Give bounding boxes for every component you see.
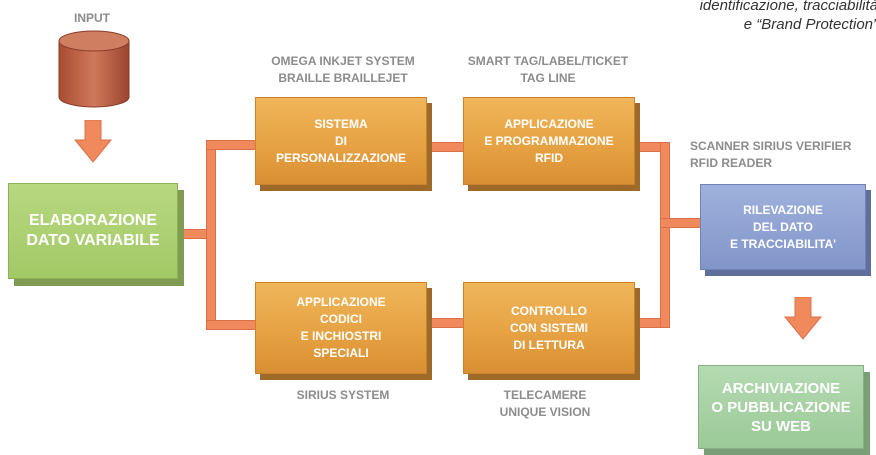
caption-sirius-system: SIRIUS SYSTEM [296,388,390,402]
connector-bottom-middle [428,318,464,328]
note-text: identificazione, tracciabilità e “Brand … [699,0,876,33]
box-controllo: CONTROLLO CON SISTEMI DI LETTURA [463,282,635,374]
connector-left-bottom [206,320,256,330]
caption-omega-inkjet: OMEGA INKJET SYSTEM BRAILLE BRAILLEJET [271,54,415,85]
box-rfid: APPLICAZIONE E PROGRAMMAZIONE RFID [463,97,635,185]
input-label: INPUT [74,11,110,25]
down-arrow-icon [783,296,823,341]
box-archiviazione: ARCHIVIAZIONE O PUBBLICAZIONE SU WEB [698,365,864,449]
box-elaborazione: ELABORAZIONE DATO VARIABILE [8,183,178,279]
connector-left-vertical [206,140,216,330]
box-personalizzazione: SISTEMA DI PERSONALIZZAZIONE [255,97,427,185]
caption-telecamere: TELECAMERE UNIQUE VISION [499,388,591,419]
caption-scanner: SCANNER SIRIUS VERIFIER RFID READER [690,139,852,170]
connector-right-stub [660,218,702,228]
box-codici: APPLICAZIONE CODICI E INCHIOSTRI SPECIAL… [255,282,427,374]
connector-right-vertical [660,142,670,328]
box-rilevazione: RILEVAZIONE DEL DATO E TRACCIABILITA' [700,184,866,270]
caption-smart-tag: SMART TAG/LABEL/TICKET TAG LINE [467,54,629,85]
connector-left-top [206,140,256,150]
down-arrow-icon [73,119,113,164]
database-icon [57,29,131,111]
connector-top-middle [428,142,464,152]
